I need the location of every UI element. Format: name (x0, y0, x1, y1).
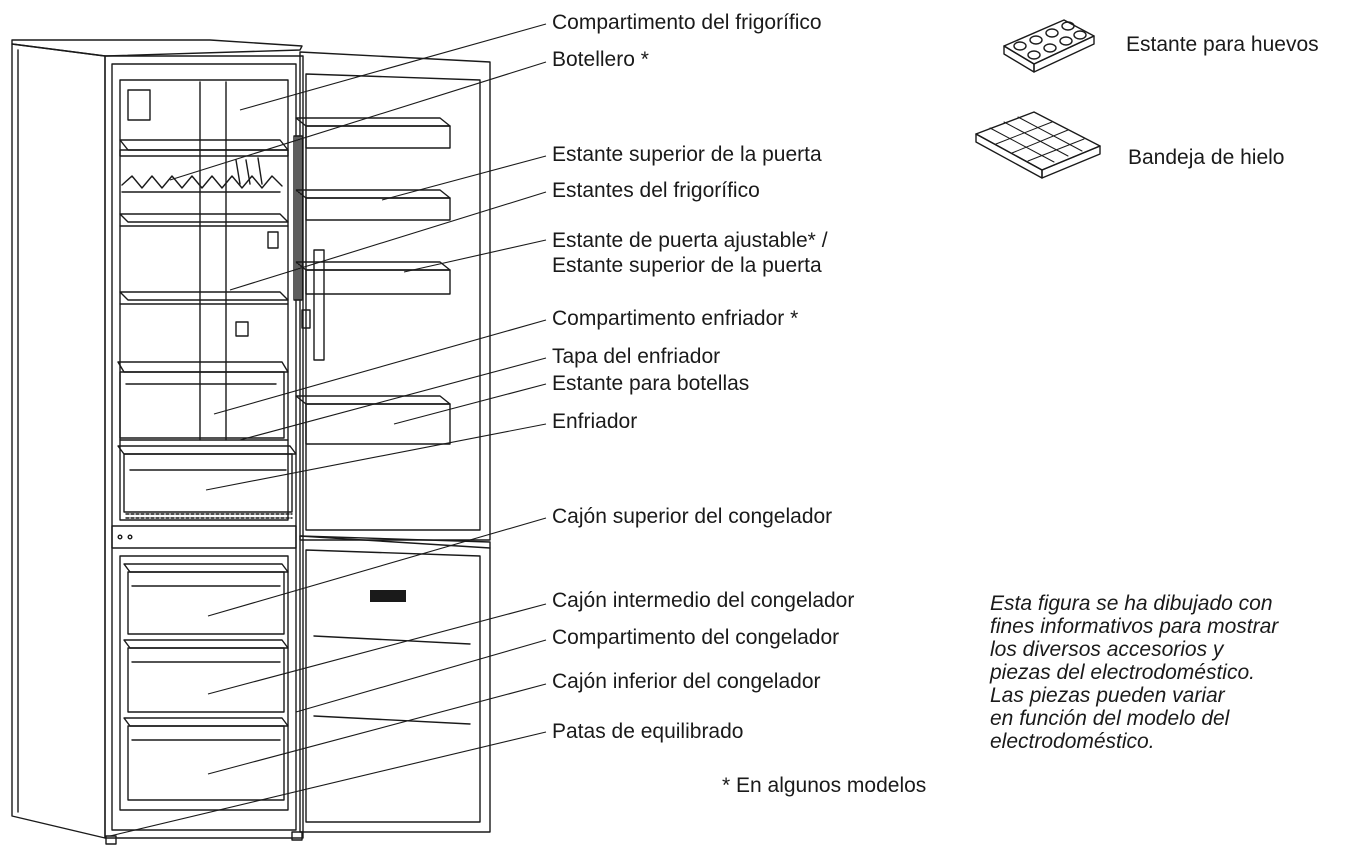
bottle-rack (121, 175, 283, 189)
note-line: piezas del electrodoméstico. (990, 661, 1255, 684)
chiller-drawer (117, 445, 297, 519)
label-leveling-feet: Patas de equilibrado (552, 720, 744, 743)
refrigerator-cabinet (11, 39, 304, 839)
door-shelves (295, 117, 451, 445)
label-fridge-shelves: Estantes del frigorífico (552, 179, 760, 202)
label-bottle-rack: Botellero * (552, 48, 649, 71)
label-fridge-compartment: Compartimento del frigorífico (552, 11, 822, 34)
label-freezer-bottom-drawer: Cajón inferior del congelador (552, 670, 821, 693)
label-ice-tray: Bandeja de hielo (1128, 146, 1285, 169)
label-freezer-compartment: Compartimento del congelador (552, 626, 840, 649)
label-bottle-shelf: Estante para botellas (552, 372, 750, 395)
label-adjustable-door-shelf: Estante de puerta ajustable* / (552, 229, 828, 252)
note-line: en función del modelo del (990, 707, 1230, 730)
leader-lines (109, 23, 547, 837)
note-line: fines informativos para mostrar (990, 615, 1279, 638)
chiller-compartment (117, 361, 289, 441)
label-chiller-lid: Tapa del enfriador (552, 345, 721, 368)
label-chiller: Enfriador (552, 410, 638, 433)
note-line: los diversos accesorios y (990, 638, 1224, 661)
freezer-interior (119, 555, 289, 811)
egg-tray-icon (1003, 19, 1095, 73)
note-line: Las piezas pueden variar (990, 684, 1225, 707)
label-egg-tray: Estante para huevos (1126, 33, 1319, 56)
fridge-shelves (119, 213, 289, 337)
note-line: electrodoméstico. (990, 730, 1155, 753)
note-line: Esta figura se ha dibujado con (990, 592, 1273, 615)
label-upper-door-shelf: Estante superior de la puerta (552, 143, 822, 166)
label-freezer-top-drawer: Cajón superior del congelador (552, 505, 833, 528)
footnote: * En algunos modelos (722, 774, 927, 797)
ice-tray-icon (975, 111, 1101, 179)
label-adjustable-door-shelf-line2: Estante superior de la puerta (552, 254, 822, 277)
disclaimer-note: Esta figura se ha dibujado con fines inf… (990, 592, 1340, 753)
label-freezer-middle-drawer: Cajón intermedio del congelador (552, 589, 855, 612)
label-chiller-compartment: Compartimento enfriador * (552, 307, 799, 330)
